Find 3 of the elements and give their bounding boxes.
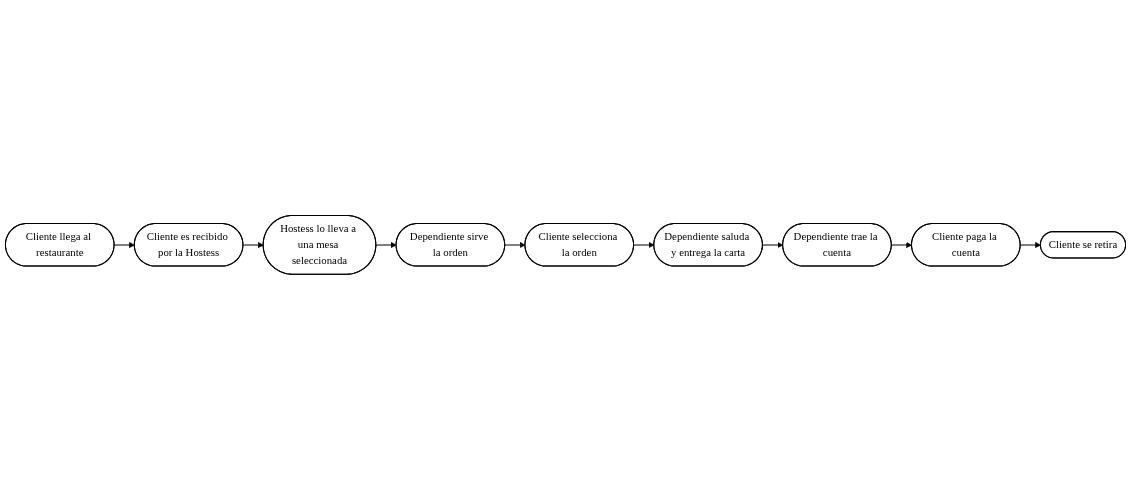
arrow: [504, 242, 526, 249]
arrow: [375, 242, 397, 249]
arrow: [242, 242, 264, 249]
